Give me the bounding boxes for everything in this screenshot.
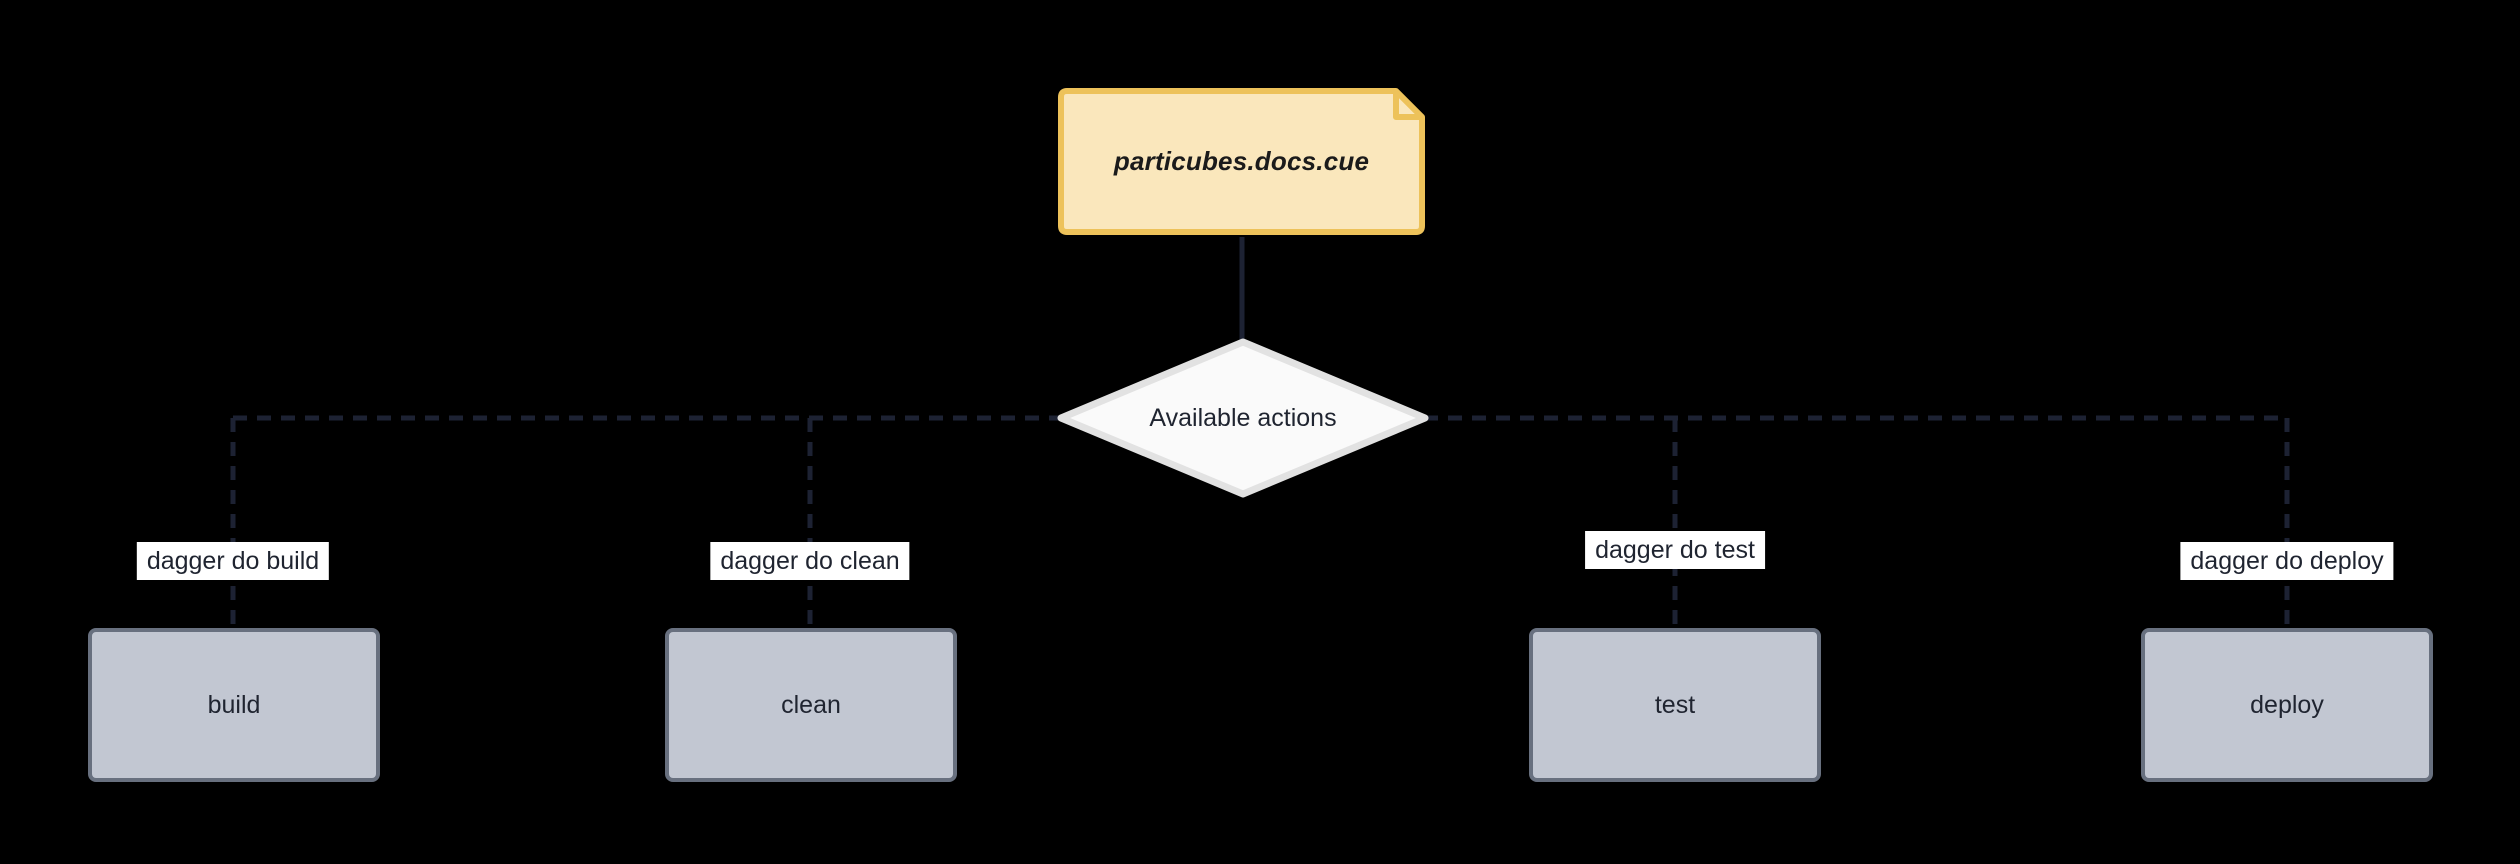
edge-label-build: dagger do build: [136, 542, 330, 580]
decision-label: Available actions: [1149, 403, 1337, 432]
decision-node-available-actions[interactable]: Available actions: [1057, 338, 1429, 498]
action-node-test[interactable]: test: [1529, 628, 1821, 782]
action-node-clean[interactable]: clean: [665, 628, 957, 782]
edge-label-clean: dagger do clean: [710, 542, 910, 580]
edge-label-test: dagger do test: [1585, 531, 1765, 569]
action-label-build: build: [207, 690, 261, 719]
action-label-test: test: [1654, 690, 1696, 719]
action-label-deploy: deploy: [2250, 690, 2324, 719]
action-node-build[interactable]: build: [88, 628, 380, 782]
edge-label-deploy: dagger do deploy: [2180, 542, 2394, 580]
note-shape: [1058, 88, 1425, 235]
action-node-deploy[interactable]: deploy: [2141, 628, 2433, 782]
action-label-clean: clean: [781, 690, 841, 719]
note-label: particubes.docs.cue: [1113, 146, 1370, 176]
note-node-cue-file[interactable]: particubes.docs.cue: [1058, 88, 1425, 235]
diamond-shape: [1057, 338, 1429, 498]
